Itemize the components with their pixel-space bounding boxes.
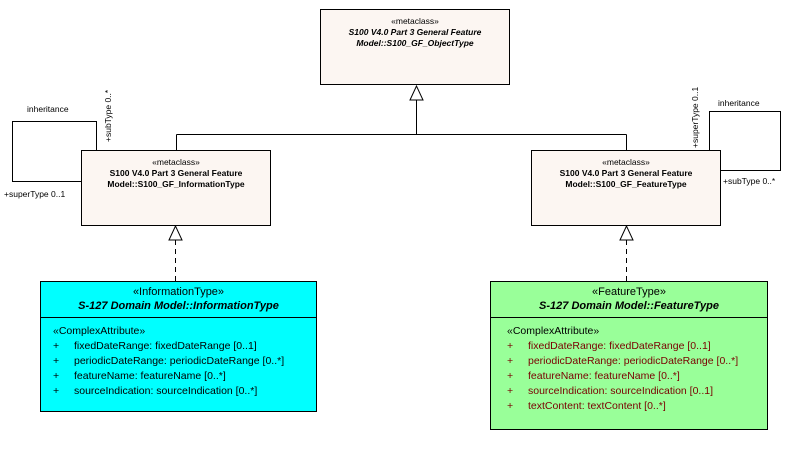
attribute-section-label: «ComplexAttribute» bbox=[53, 325, 146, 337]
class-name-line1: S100 V4.0 Part 3 General Feature bbox=[559, 168, 693, 178]
stereotype-label: «FeatureType» bbox=[592, 286, 666, 298]
left-subtype-label: +subType 0..* bbox=[103, 89, 113, 142]
visibility-marker: + bbox=[53, 340, 60, 352]
attribute-row: + sourceIndication: sourceIndication [0..… bbox=[507, 384, 767, 399]
gen-arrowhead-top bbox=[409, 84, 424, 101]
class-name: S-127 Domain Model::FeatureType bbox=[539, 300, 719, 312]
left-supertype-label: +superType 0..1 bbox=[4, 189, 66, 199]
visibility-marker: + bbox=[507, 400, 514, 412]
right-self-loop bbox=[709, 111, 781, 171]
real-right-arrowhead bbox=[619, 224, 634, 241]
attribute-row: + fixedDateRange: fixedDateRange [0..1] bbox=[507, 339, 767, 354]
attribute-row: + featureName: featureName [0..*] bbox=[53, 369, 316, 384]
attribute-text: sourceIndication: sourceIndication [0..*… bbox=[74, 385, 258, 397]
class-name-line1: S100 V4.0 Part 3 General Feature bbox=[109, 168, 243, 178]
attribute-text: sourceIndication: sourceIndication [0..1… bbox=[528, 385, 714, 397]
visibility-marker: + bbox=[507, 355, 514, 367]
stereotype-label: «metaclass» bbox=[602, 157, 650, 167]
visibility-marker: + bbox=[507, 385, 514, 397]
information-type-class[interactable]: «InformationType» S-127 Domain Model::In… bbox=[40, 281, 317, 412]
right-subtype-label: +subType 0..* bbox=[723, 176, 776, 186]
attribute-text: fixedDateRange: fixedDateRange [0..1] bbox=[74, 340, 257, 352]
right-inheritance-label: inheritance bbox=[718, 98, 760, 108]
attribute-row: + textContent: textContent [0..*] bbox=[507, 399, 767, 414]
attribute-row: + fixedDateRange: fixedDateRange [0..1] bbox=[53, 339, 316, 354]
visibility-marker: + bbox=[53, 355, 60, 367]
attribute-row: + periodicDateRange: periodicDateRange [0… bbox=[507, 354, 767, 369]
feature-type-metaclass[interactable]: «metaclass» S100 V4.0 Part 3 General Fea… bbox=[531, 150, 721, 226]
attribute-row: + sourceIndication: sourceIndication [0..… bbox=[53, 384, 316, 399]
class-name-line1: S100 V4.0 Part 3 General Feature bbox=[348, 27, 482, 37]
class-name-line2: Model::S100_GF_FeatureType bbox=[565, 179, 687, 189]
class-header: «FeatureType» S-127 Domain Model::Featur… bbox=[491, 282, 767, 318]
attribute-compartment: «ComplexAttribute» + fixedDateRange: fixe… bbox=[41, 318, 316, 399]
stereotype-label: «metaclass» bbox=[152, 157, 200, 167]
visibility-marker: + bbox=[507, 370, 514, 382]
attribute-row: + periodicDateRange: periodicDateRange [0… bbox=[53, 354, 316, 369]
object-type-metaclass[interactable]: «metaclass» S100 V4.0 Part 3 General Fea… bbox=[320, 9, 510, 85]
stereotype-label: «metaclass» bbox=[391, 16, 439, 26]
real-left-arrowhead bbox=[168, 224, 183, 241]
class-header: «InformationType» S-127 Domain Model::In… bbox=[41, 282, 316, 318]
visibility-marker: + bbox=[507, 340, 514, 352]
attribute-text: textContent: textContent [0..*] bbox=[528, 400, 666, 412]
attribute-compartment: «ComplexAttribute» + fixedDateRange: fixe… bbox=[491, 318, 767, 414]
left-inheritance-label: inheritance bbox=[27, 104, 69, 114]
class-name-line2: Model::S100_GF_InformationType bbox=[107, 179, 245, 189]
attribute-text: periodicDateRange: periodicDateRange [0.… bbox=[528, 355, 739, 367]
attribute-text: featureName: featureName [0..*] bbox=[74, 370, 226, 382]
attribute-text: fixedDateRange: fixedDateRange [0..1] bbox=[528, 340, 711, 352]
visibility-marker: + bbox=[53, 385, 60, 397]
information-type-metaclass[interactable]: «metaclass» S100 V4.0 Part 3 General Fea… bbox=[81, 150, 271, 226]
feature-type-class[interactable]: «FeatureType» S-127 Domain Model::Featur… bbox=[490, 281, 768, 430]
right-supertype-label: +superType 0..1 bbox=[690, 86, 700, 148]
visibility-marker: + bbox=[53, 370, 60, 382]
class-name: S-127 Domain Model::InformationType bbox=[78, 300, 279, 312]
attribute-row: + featureName: featureName [0..*] bbox=[507, 369, 767, 384]
attribute-text: periodicDateRange: periodicDateRange [0.… bbox=[74, 355, 285, 367]
attribute-text: featureName: featureName [0..*] bbox=[528, 370, 680, 382]
left-self-loop bbox=[12, 121, 97, 182]
stereotype-label: «InformationType» bbox=[132, 286, 225, 298]
attribute-section-label: «ComplexAttribute» bbox=[507, 325, 600, 337]
class-name-line2: Model::S100_GF_ObjectType bbox=[356, 38, 474, 48]
